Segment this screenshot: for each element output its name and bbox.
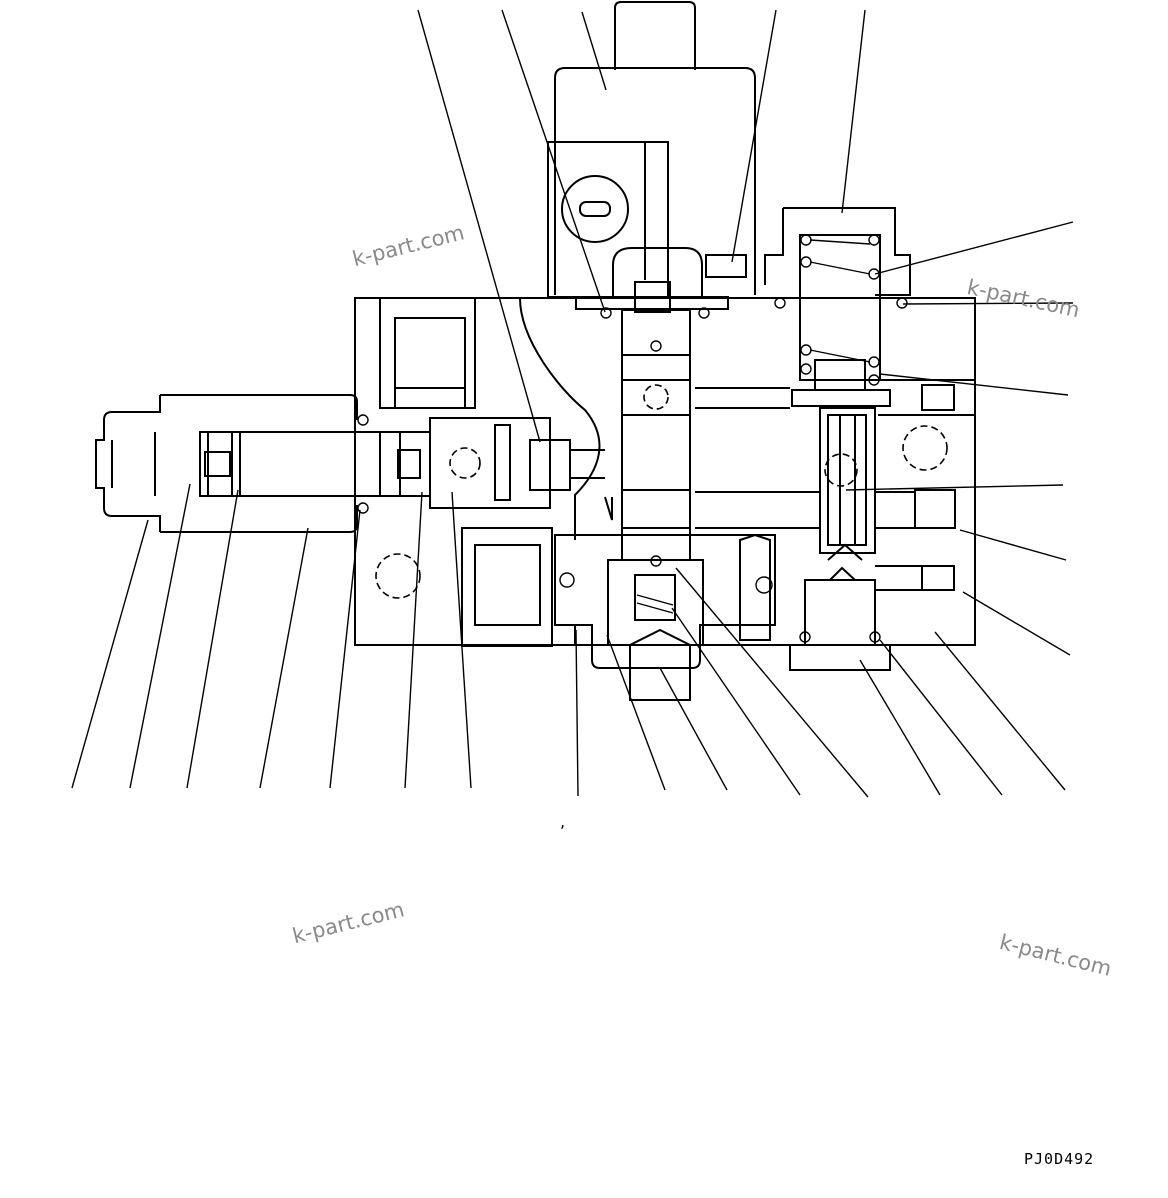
small-check: [739, 533, 773, 641]
relief-valve-cap: [764, 207, 911, 407]
left-cartridge: [95, 394, 605, 533]
valve-body: [354, 297, 976, 646]
stray-mark: ,: [560, 812, 566, 831]
solenoid-connector: [547, 141, 747, 298]
relief-valve-poppet: [819, 407, 876, 561]
bottom-right-plug: [789, 566, 891, 671]
right-side-plugs: [875, 384, 956, 591]
bottom-check-valve: [554, 534, 776, 701]
plug-lower-left: [461, 527, 553, 647]
plug-upper-left: [379, 297, 476, 409]
center-spool: [604, 309, 691, 567]
drawing-code: PJ0D492: [1024, 1150, 1095, 1168]
solenoid-coil: [554, 1, 756, 295]
leader-lines: [71, 9, 1074, 798]
